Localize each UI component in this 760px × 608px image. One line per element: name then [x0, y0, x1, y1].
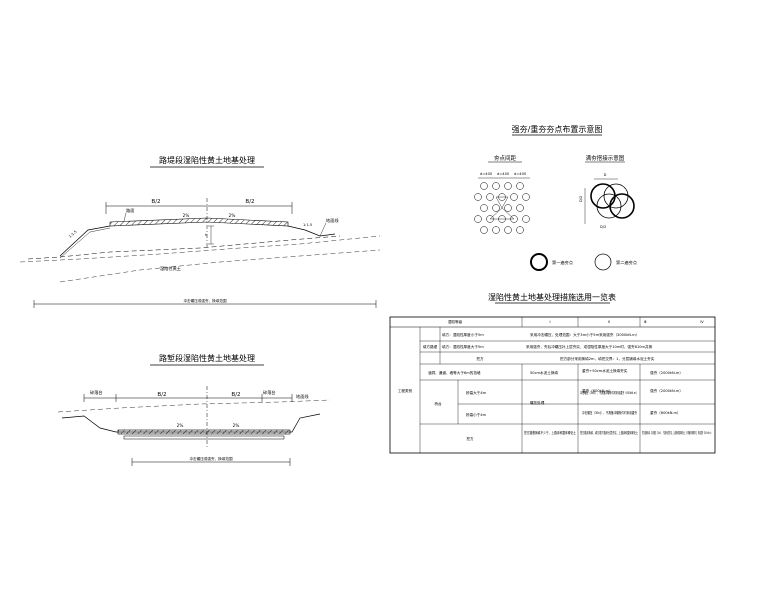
half-width-left: B/2 [151, 199, 160, 205]
treatment-layer [123, 435, 285, 440]
pavement-label: 路面 [126, 207, 134, 214]
header-grade-1: Ⅰ [549, 320, 550, 324]
legend-first-label: 第一遍夯点 [552, 259, 573, 266]
table-title: 湿陷性黄土地基处理措施选用一览表 [488, 292, 616, 302]
row4-c2: 50cm水泥土换填 [530, 370, 558, 375]
row6-c3: 挖方路床换填，冲击碾压（30kJ），下路床分层夯实，上路床和整体硬化土，不具备冲… [642, 430, 712, 435]
row2-text: 采用强夯，夯后冲碾压补上层夯实，或湿陷性厚度大于10m时，强夯810m并换 [526, 344, 653, 349]
dim-d: D [604, 173, 607, 177]
row2-label: 填方：湿陷性厚度大于5m [442, 344, 484, 349]
row5b-c4: 重夯（600kN.m） [650, 410, 681, 415]
row4-c3: 重夯+50cm水泥土换填夯实 [582, 368, 628, 373]
compaction-title: 强夯/重夯夯点布置示意图 [512, 124, 603, 134]
cut-profile [61, 413, 321, 433]
header-grade-3: Ⅲ [644, 320, 647, 324]
row6-label: 挖方 [466, 436, 474, 441]
spacing-dim-2: d=400 [497, 172, 510, 176]
spacing-title: 夯点间距 [494, 154, 517, 162]
ground-line-label: 地面线 [296, 393, 309, 400]
ground-line-label: 地面线 [326, 217, 339, 224]
row5b-label: 桥高小于4m [466, 412, 487, 417]
group-fill: 填方路堤 [423, 344, 438, 349]
treatment-boundary [19, 235, 381, 263]
row1-label: 填方：湿陷性厚度小于5m [442, 332, 484, 337]
row5-label: 桥台 [434, 401, 442, 406]
table-frame [389, 316, 716, 454]
slope-pct-right: 2% [229, 213, 236, 218]
row4-label: 涵洞、通道、墙等大于6m的挡墙 [428, 370, 481, 375]
row5-c1: 碾压处理 [530, 400, 545, 405]
ground-line [27, 235, 341, 260]
slope-ratio-left: 1:1.5 [68, 230, 78, 239]
row5a-label: 桥高大于4m [466, 390, 487, 395]
dim-d2-a: D/2 [579, 196, 583, 202]
cutting-section: 路堑段湿陷性黄土地基处理 B/2 B/2 碎落台 碎落台 地面线 2% 2% 冲… [57, 353, 331, 466]
row4-c4: 强夯（2000kN.m） [650, 370, 683, 375]
half-width-left: B/2 [157, 392, 166, 398]
spacing-dim-3: d=400 [514, 172, 527, 176]
overlap-title: 满夯搭接示意图 [586, 154, 625, 162]
header-grade-4: Ⅳ [700, 320, 704, 324]
tamping-point-grid [474, 182, 530, 234]
legend-second-circle [594, 253, 612, 271]
platform-right: 碎落台 [263, 389, 276, 396]
row5b-c3: 冲击碾压（30kJ），不具备冲碾条件时采用重夯 [582, 410, 637, 415]
cutting-title: 路堑段湿陷性黄土地基处理 [159, 353, 255, 363]
right-slope [287, 225, 336, 237]
row6-c1: 挖方路基换填不少于，上路床和整体硬化土 [524, 430, 576, 435]
row5a-c3: 重夯（600kN.m） [582, 388, 613, 393]
header-grade-2: Ⅱ [608, 320, 610, 324]
slope-ratio-right: 1:1.5 [303, 223, 312, 227]
spacing-dim-1: d=400 [480, 172, 493, 176]
range-label: 冲击碾压或强夯、换填范围 [183, 298, 227, 303]
header-grade: 湿陷等级 [448, 319, 463, 324]
overlap-diagram: D D/2 D/2 [579, 173, 635, 229]
pavement-layer [109, 217, 289, 227]
soil-label: 湿陷性黄土 [160, 265, 181, 272]
treatment-table: 湿陷性黄土地基处理措施选用一览表 湿陷等级 Ⅰ Ⅱ Ⅲ Ⅳ 工程类别 填方路堤 … [389, 292, 716, 454]
legend-first-circle [530, 253, 548, 271]
dim-d2-b: D/2 [600, 225, 606, 229]
row1-text: 采用冲击碾压，处理范围：大于3m小于5m采用强夯（3000kN.m） [530, 332, 639, 337]
row5a-c2: 冲击碾压（30kJ），不具备冲碾条件时采用重夯（600kN.m） [580, 390, 638, 395]
thickness-mark: h [205, 233, 207, 237]
embankment-section: 路堤段湿陷性黄土地基处理 B/2 B/2 2% 2% 路面 1:1.5 1:1.… [19, 155, 381, 308]
range-label: 冲击碾压或强夯、换填范围 [189, 456, 233, 461]
embankment-title: 路堤段湿陷性黄土地基处理 [159, 155, 255, 165]
half-width-right: B/2 [231, 392, 240, 398]
row5a-c4: 强夯（2000kN.m） [650, 388, 683, 393]
row6-c2: 挖方路床换填，填方路下路床分层夯实，上路床和整体硬化土 [580, 430, 638, 435]
original-ground [57, 399, 331, 413]
slope-pct-right: 2% [233, 423, 240, 428]
slope-pct-left: 2% [183, 213, 190, 218]
pavement-layer [117, 429, 291, 435]
left-slope [59, 225, 111, 257]
half-width-right: B/2 [245, 199, 254, 205]
slope-pct-left: 2% [177, 423, 184, 428]
row3-text: 挖方部分采用换填2m，填挖交界：1，分层铺填水泥土夯实 [560, 356, 655, 361]
legend-second-label: 第二遍夯点 [616, 259, 637, 266]
compaction-layout: 强夯/重夯夯点布置示意图 夯点间距 满夯搭接示意图 d=400 d=400 d=… [474, 124, 637, 271]
platform-left: 碎落台 [90, 389, 103, 396]
group-main: 工程类别 [398, 388, 413, 393]
row3-label: 挖方 [476, 356, 484, 361]
